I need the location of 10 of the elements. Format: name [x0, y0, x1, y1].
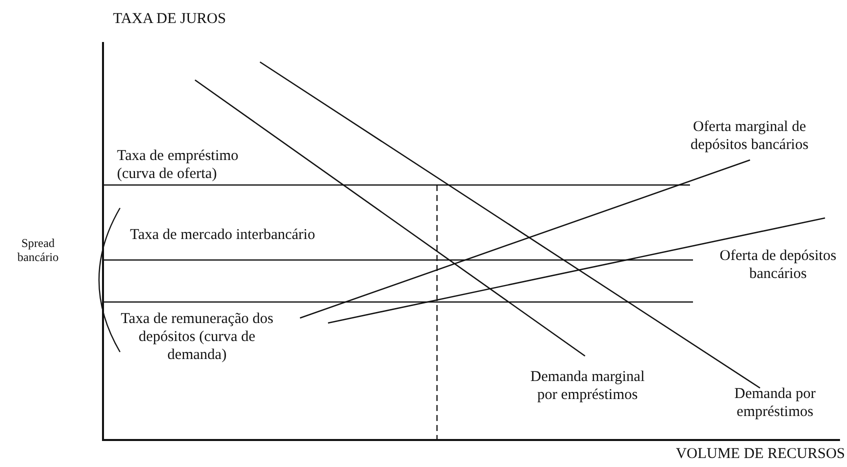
- axis-title: VOLUME DE RECURSOS: [674, 445, 845, 463]
- curve-label: Oferta de depósitos bancários: [718, 247, 838, 283]
- curve-label: Demanda marginal por empréstimos: [529, 368, 646, 404]
- curve-label: Taxa de mercado interbancário: [130, 226, 316, 244]
- curve-label: Oferta marginal de depósitos bancários: [690, 118, 810, 154]
- bracket-label: Spread bancário: [16, 236, 60, 265]
- curve-label: Taxa de empréstimo (curva de oferta): [117, 147, 240, 183]
- curve-label: Taxa de remuneração dos depósitos (curva de demanda): [120, 310, 274, 364]
- curve-label: Demanda por empréstimos: [733, 385, 817, 421]
- axis-title: TAXA DE JUROS: [113, 10, 227, 28]
